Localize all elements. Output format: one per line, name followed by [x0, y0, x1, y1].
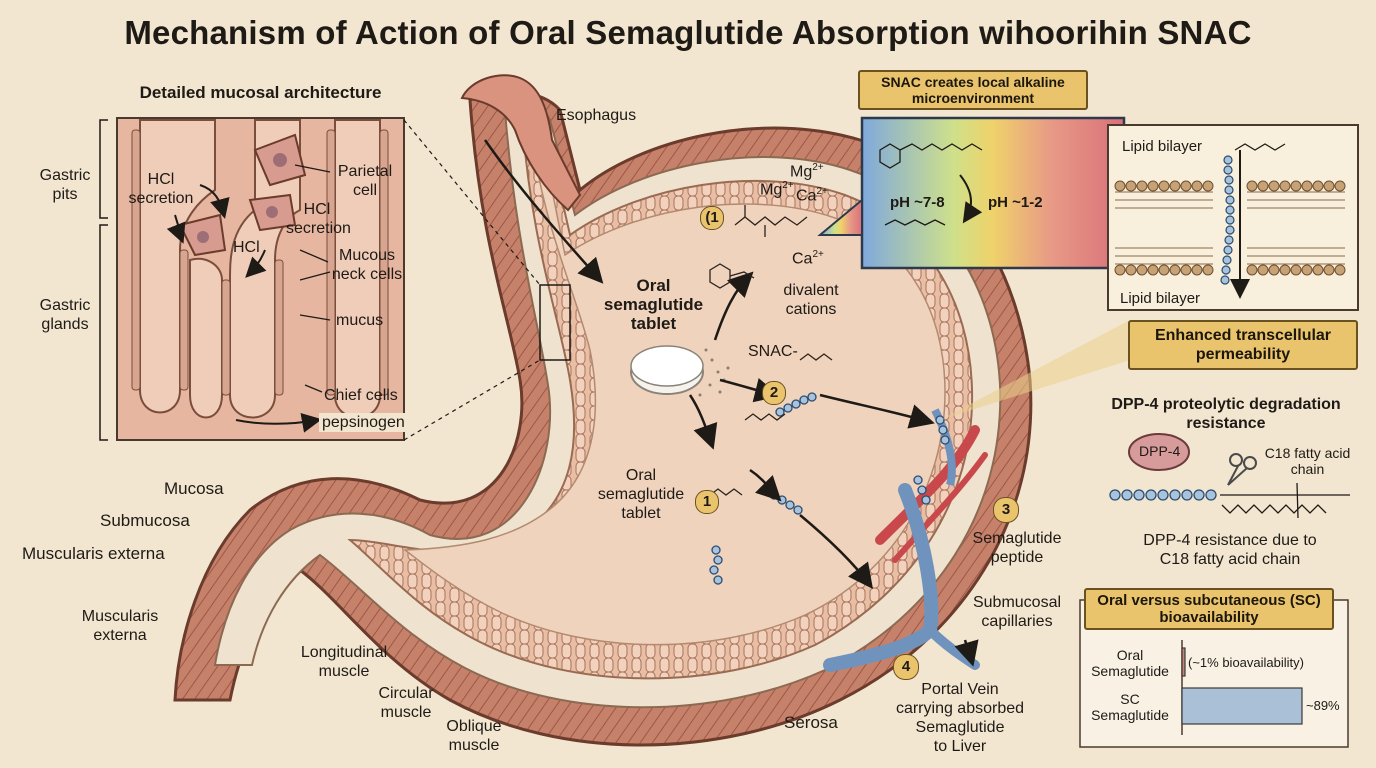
flow-arrows: [483, 139, 979, 667]
gastric-pits-label: Gastric pits: [39, 167, 91, 203]
submucosal-capillaries-label: Submucosal capillaries: [972, 594, 1062, 630]
bio-bar-sc: [1181, 687, 1303, 725]
ca-ion-b: Ca: [792, 250, 813, 268]
permeability-caption: Enhanced transcellular permeability: [1128, 320, 1358, 370]
mucosa-inset-heading: Detailed mucosal architecture: [139, 83, 382, 102]
chief-cells-label: Chief cells: [324, 387, 398, 404]
tablet-illustration: [630, 345, 730, 397]
mucosa-inset: [99, 117, 571, 441]
mucous-neck-cells-label: Mucous neck cells: [331, 247, 403, 283]
mg-ion-b: Mg: [790, 163, 813, 181]
ca-charge-b: 2+: [812, 249, 824, 260]
step-1-badge-lower: 1: [695, 490, 719, 514]
mg-charge-b: 2+: [812, 162, 824, 173]
ca-ion-label-1: Ca2+: [796, 182, 828, 205]
muscularis-externa-label-1: Muscularis externa: [22, 544, 165, 563]
snac-panel-graphic: [817, 116, 1200, 270]
divalent-cations-label: divalent cations: [783, 282, 839, 318]
mg-ion-label-1: Mg2+: [760, 176, 794, 199]
serosa-label: Serosa: [784, 713, 838, 732]
hcl-secretion-left-label: HCl secretion: [128, 171, 194, 207]
oral-tablet-label: Oral semaglutide tablet: [603, 276, 704, 333]
c18-chain-label: C18 fatty acid chain: [1264, 445, 1351, 477]
step-2-badge: 2: [762, 381, 786, 405]
molecule-sketches: [709, 205, 833, 496]
dpp4-caption: DPP-4 resistance due to C18 fatty acid c…: [1143, 532, 1317, 568]
ca-ion-a: Ca: [796, 187, 817, 205]
semaglutide-chains: [709, 392, 950, 585]
ca-ion-label-2: Ca2+: [792, 245, 824, 268]
portal-vein-label: Portal Vein carrying absorbed Semaglutid…: [895, 681, 1025, 755]
dpp4-heading: DPP-4 proteolytic degradation resistance: [1111, 396, 1341, 432]
dpp4-enzyme-label: DPP-4: [1139, 443, 1181, 459]
mucosa-label: Mucosa: [164, 479, 224, 498]
bioavailability-heading: Oral versus subcutaneous (SC) bioavailab…: [1084, 588, 1334, 630]
ca-charge-a: 2+: [816, 186, 828, 197]
step-4-badge: 4: [893, 654, 919, 680]
page-title: Mechanism of Action of Oral Semaglutide …: [124, 14, 1252, 51]
bio-value-oral: (~1% bioavailability): [1188, 655, 1304, 670]
gastric-glands-label: Gastric glands: [39, 297, 91, 333]
dpp4-graphic: [1109, 433, 1350, 519]
esophagus-label: Esophagus: [556, 107, 637, 124]
hcl-secretion-right-label: HCl secretion: [286, 201, 351, 237]
oral-tablet-lower-label: Oral semaglutide tablet: [597, 467, 685, 522]
step-1-badge-top: (1: [700, 206, 724, 230]
oblique-muscle-label: Oblique muscle: [446, 718, 502, 754]
bioavailability-bars: [1181, 640, 1303, 735]
bio-value-sc: ~89%: [1306, 698, 1340, 713]
hcl-center-label: HCl: [233, 239, 260, 256]
mg-charge-a: 2+: [782, 180, 794, 191]
ph-high-label: pH ~7-8: [890, 194, 945, 211]
step-3-badge: 3: [993, 497, 1019, 523]
bio-category-oral: Oral Semaglutide: [1091, 647, 1169, 679]
semaglutide-peptide-label: Semaglutide peptide: [972, 530, 1062, 566]
parietal-cell-label: Parietal cell: [337, 163, 393, 199]
mucus-label: mucus: [336, 312, 384, 329]
lipid-bilayer-top-label: Lipid bilayer: [1122, 137, 1203, 156]
bio-bar-oral: [1181, 647, 1186, 677]
mg-ion-a: Mg: [760, 181, 783, 199]
submucosa-label: Submucosa: [100, 511, 190, 530]
ph-low-label: pH ~1-2: [988, 194, 1043, 211]
snac-label: SNAC-: [748, 343, 798, 360]
pepsinogen-label: pepsinogen: [319, 413, 408, 432]
snac-panel-heading: SNAC creates local alkaline microenviron…: [858, 70, 1088, 110]
lipid-bilayer-bottom-label: Lipid bilayer: [1120, 289, 1201, 308]
muscularis-externa-label-2: Muscularis externa: [81, 608, 159, 644]
bio-category-sc: SC Semaglutide: [1091, 691, 1169, 723]
circular-muscle-label: Circular muscle: [378, 685, 434, 721]
mg-ion-label-2: Mg2+: [790, 158, 824, 181]
longitudinal-muscle-label: Longitudinal muscle: [300, 644, 388, 680]
